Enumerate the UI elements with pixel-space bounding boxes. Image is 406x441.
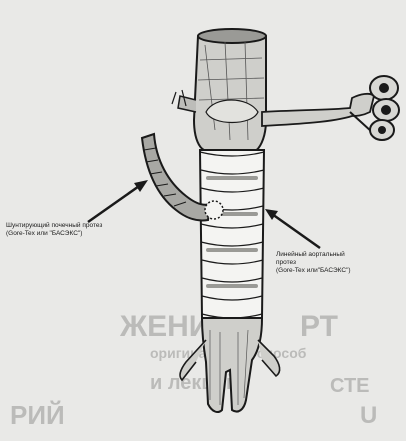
label-line: (Gore-Tex или "БАСЭКС") [6, 230, 102, 238]
label-line: Линейный аортальный [276, 251, 351, 259]
iliac-bifurcation [180, 318, 280, 412]
arrow-right [265, 209, 320, 248]
kidney-icon [370, 76, 399, 140]
upper-aorta [194, 29, 266, 150]
label-line: протез [276, 259, 351, 267]
arrow-left [88, 180, 148, 222]
left-renal-stump [172, 90, 196, 112]
aortic-graft-label: Линейный аортальный протез (Gore-Tex или… [276, 251, 351, 275]
aortic-graft [200, 150, 264, 318]
label-line: Шунтирующий почечный протез [6, 222, 102, 230]
renal-bypass-label: Шунтирующий почечный протез (Gore-Tex ил… [6, 222, 102, 238]
right-renal-branch [262, 76, 399, 140]
label-line: (Gore-Tex или"БАСЭКС") [276, 267, 351, 275]
